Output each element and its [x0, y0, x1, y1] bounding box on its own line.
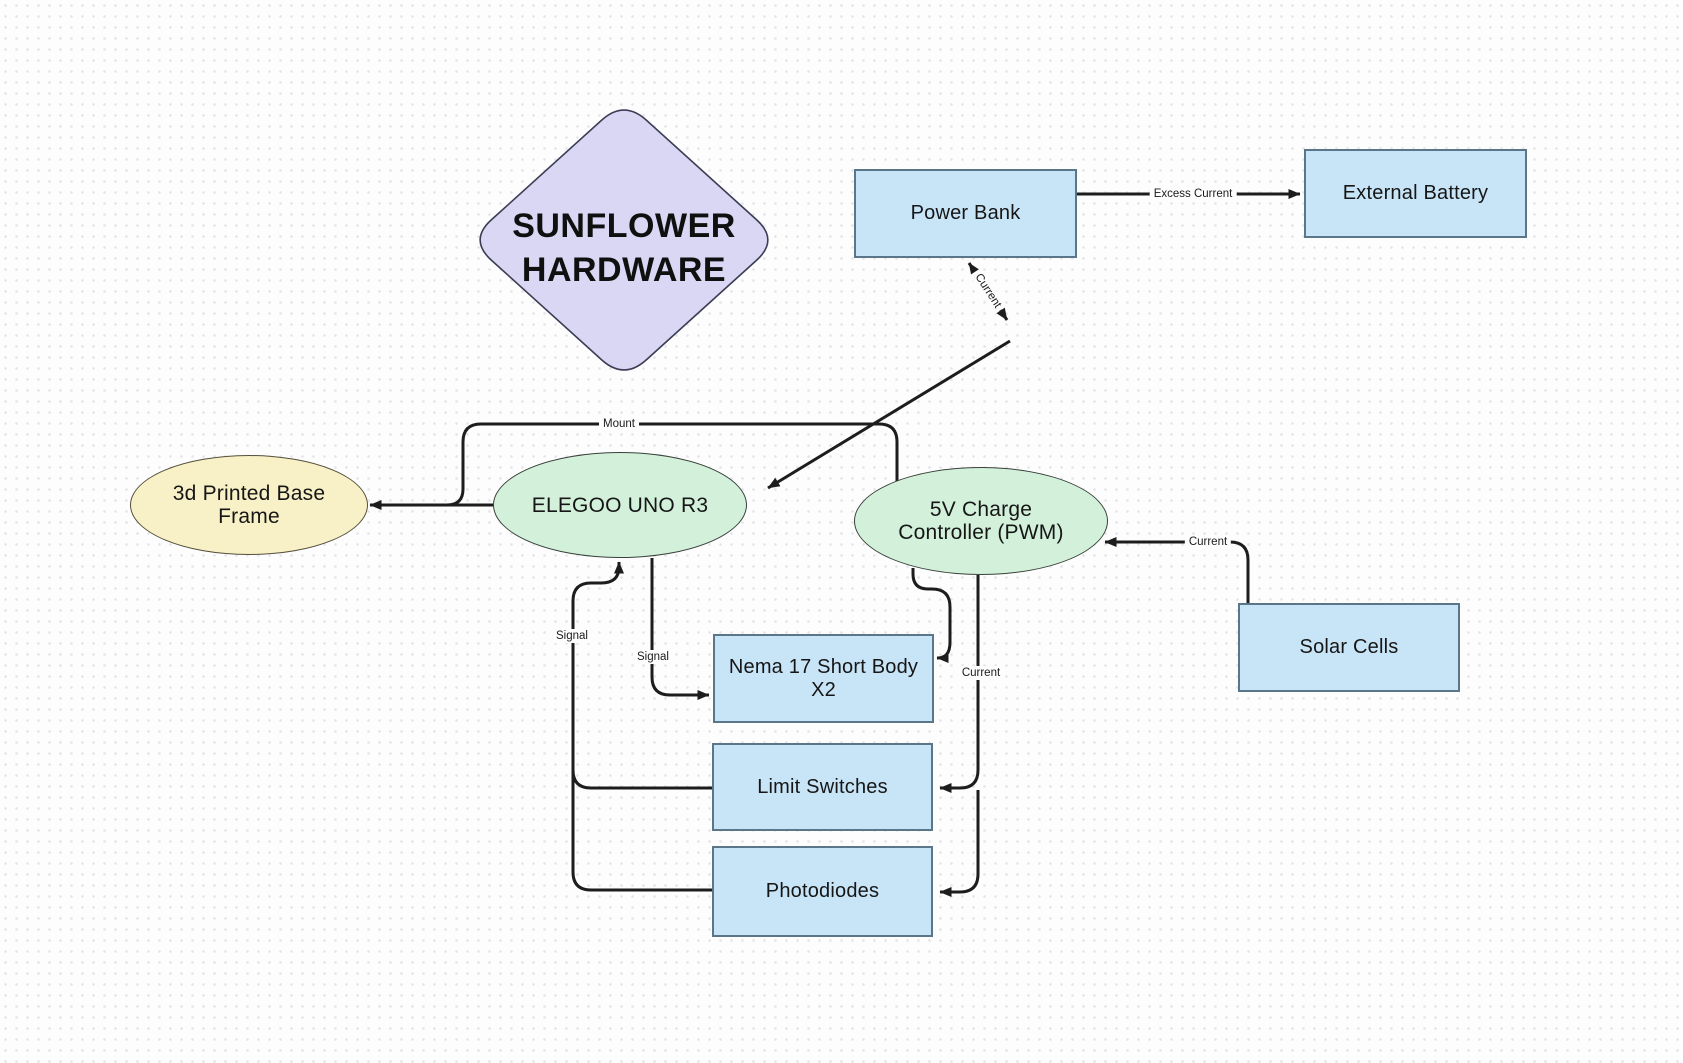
node-charge-controller[interactable]: 5V Charge Controller (PWM)	[854, 467, 1108, 575]
node-photodiodes[interactable]: Photodiodes	[712, 846, 933, 937]
node-power-bank-label: Power Bank	[910, 202, 1021, 224]
diagram-title-line1: SUNFLOWER	[512, 206, 736, 245]
node-limit-switches-label: Limit Switches	[757, 775, 888, 798]
edge-label-excess-current[interactable]: Excess Current	[1149, 187, 1237, 201]
edge-signal-branch-limit[interactable]	[571, 769, 712, 790]
node-base-frame-line2: Frame	[218, 505, 280, 528]
node-charge-controller-line2: Controller (PWM)	[898, 521, 1064, 544]
edge-powerbank-to-elegoo[interactable]	[767, 339, 1011, 490]
node-power-bank[interactable]: Power Bank	[854, 169, 1077, 258]
diagram-title[interactable]: SUNFLOWER HARDWARE	[474, 190, 774, 305]
node-elegoo[interactable]: ELEGOO UNO R3	[493, 452, 747, 558]
edge-current-to-photodiodes[interactable]	[939, 790, 980, 897]
node-base-frame[interactable]: 3d Printed Base Frame	[130, 455, 368, 555]
edge-label-current-solar[interactable]: Current	[1184, 535, 1232, 549]
node-limit-switches[interactable]: Limit Switches	[712, 743, 933, 831]
node-base-frame-line1: 3d Printed Base	[172, 482, 326, 505]
node-nema17-label: Nema 17 Short Body X2	[728, 655, 919, 701]
node-nema17[interactable]: Nema 17 Short Body X2	[713, 634, 934, 723]
node-charge-controller-line1: 5V Charge	[929, 498, 1033, 521]
edge-signal-to-nema[interactable]	[650, 558, 710, 700]
title-diamond-shape[interactable]	[479, 109, 769, 371]
node-solar-cells-label: Solar Cells	[1299, 636, 1399, 658]
node-external-battery-label: External Battery	[1342, 182, 1489, 204]
edge-label-current-motors[interactable]: Current	[957, 666, 1005, 680]
edge-current-solar[interactable]	[1104, 537, 1250, 605]
edge-mount[interactable]	[446, 422, 899, 507]
node-photodiodes-label: Photodiodes	[765, 880, 880, 902]
edge-label-signal-left[interactable]: Signal	[552, 629, 592, 643]
edge-current-to-nema[interactable]	[911, 568, 952, 663]
diagram-title-line2: HARDWARE	[521, 250, 727, 289]
edge-current-to-limit[interactable]	[939, 575, 980, 793]
node-external-battery[interactable]: External Battery	[1304, 149, 1527, 238]
node-solar-cells[interactable]: Solar Cells	[1238, 603, 1460, 692]
edge-signal-to-elegoo[interactable]	[571, 561, 712, 892]
node-elegoo-label: ELEGOO UNO R3	[531, 493, 709, 517]
edge-label-mount[interactable]: Mount	[599, 417, 639, 431]
edge-label-signal-right[interactable]: Signal	[633, 650, 673, 664]
